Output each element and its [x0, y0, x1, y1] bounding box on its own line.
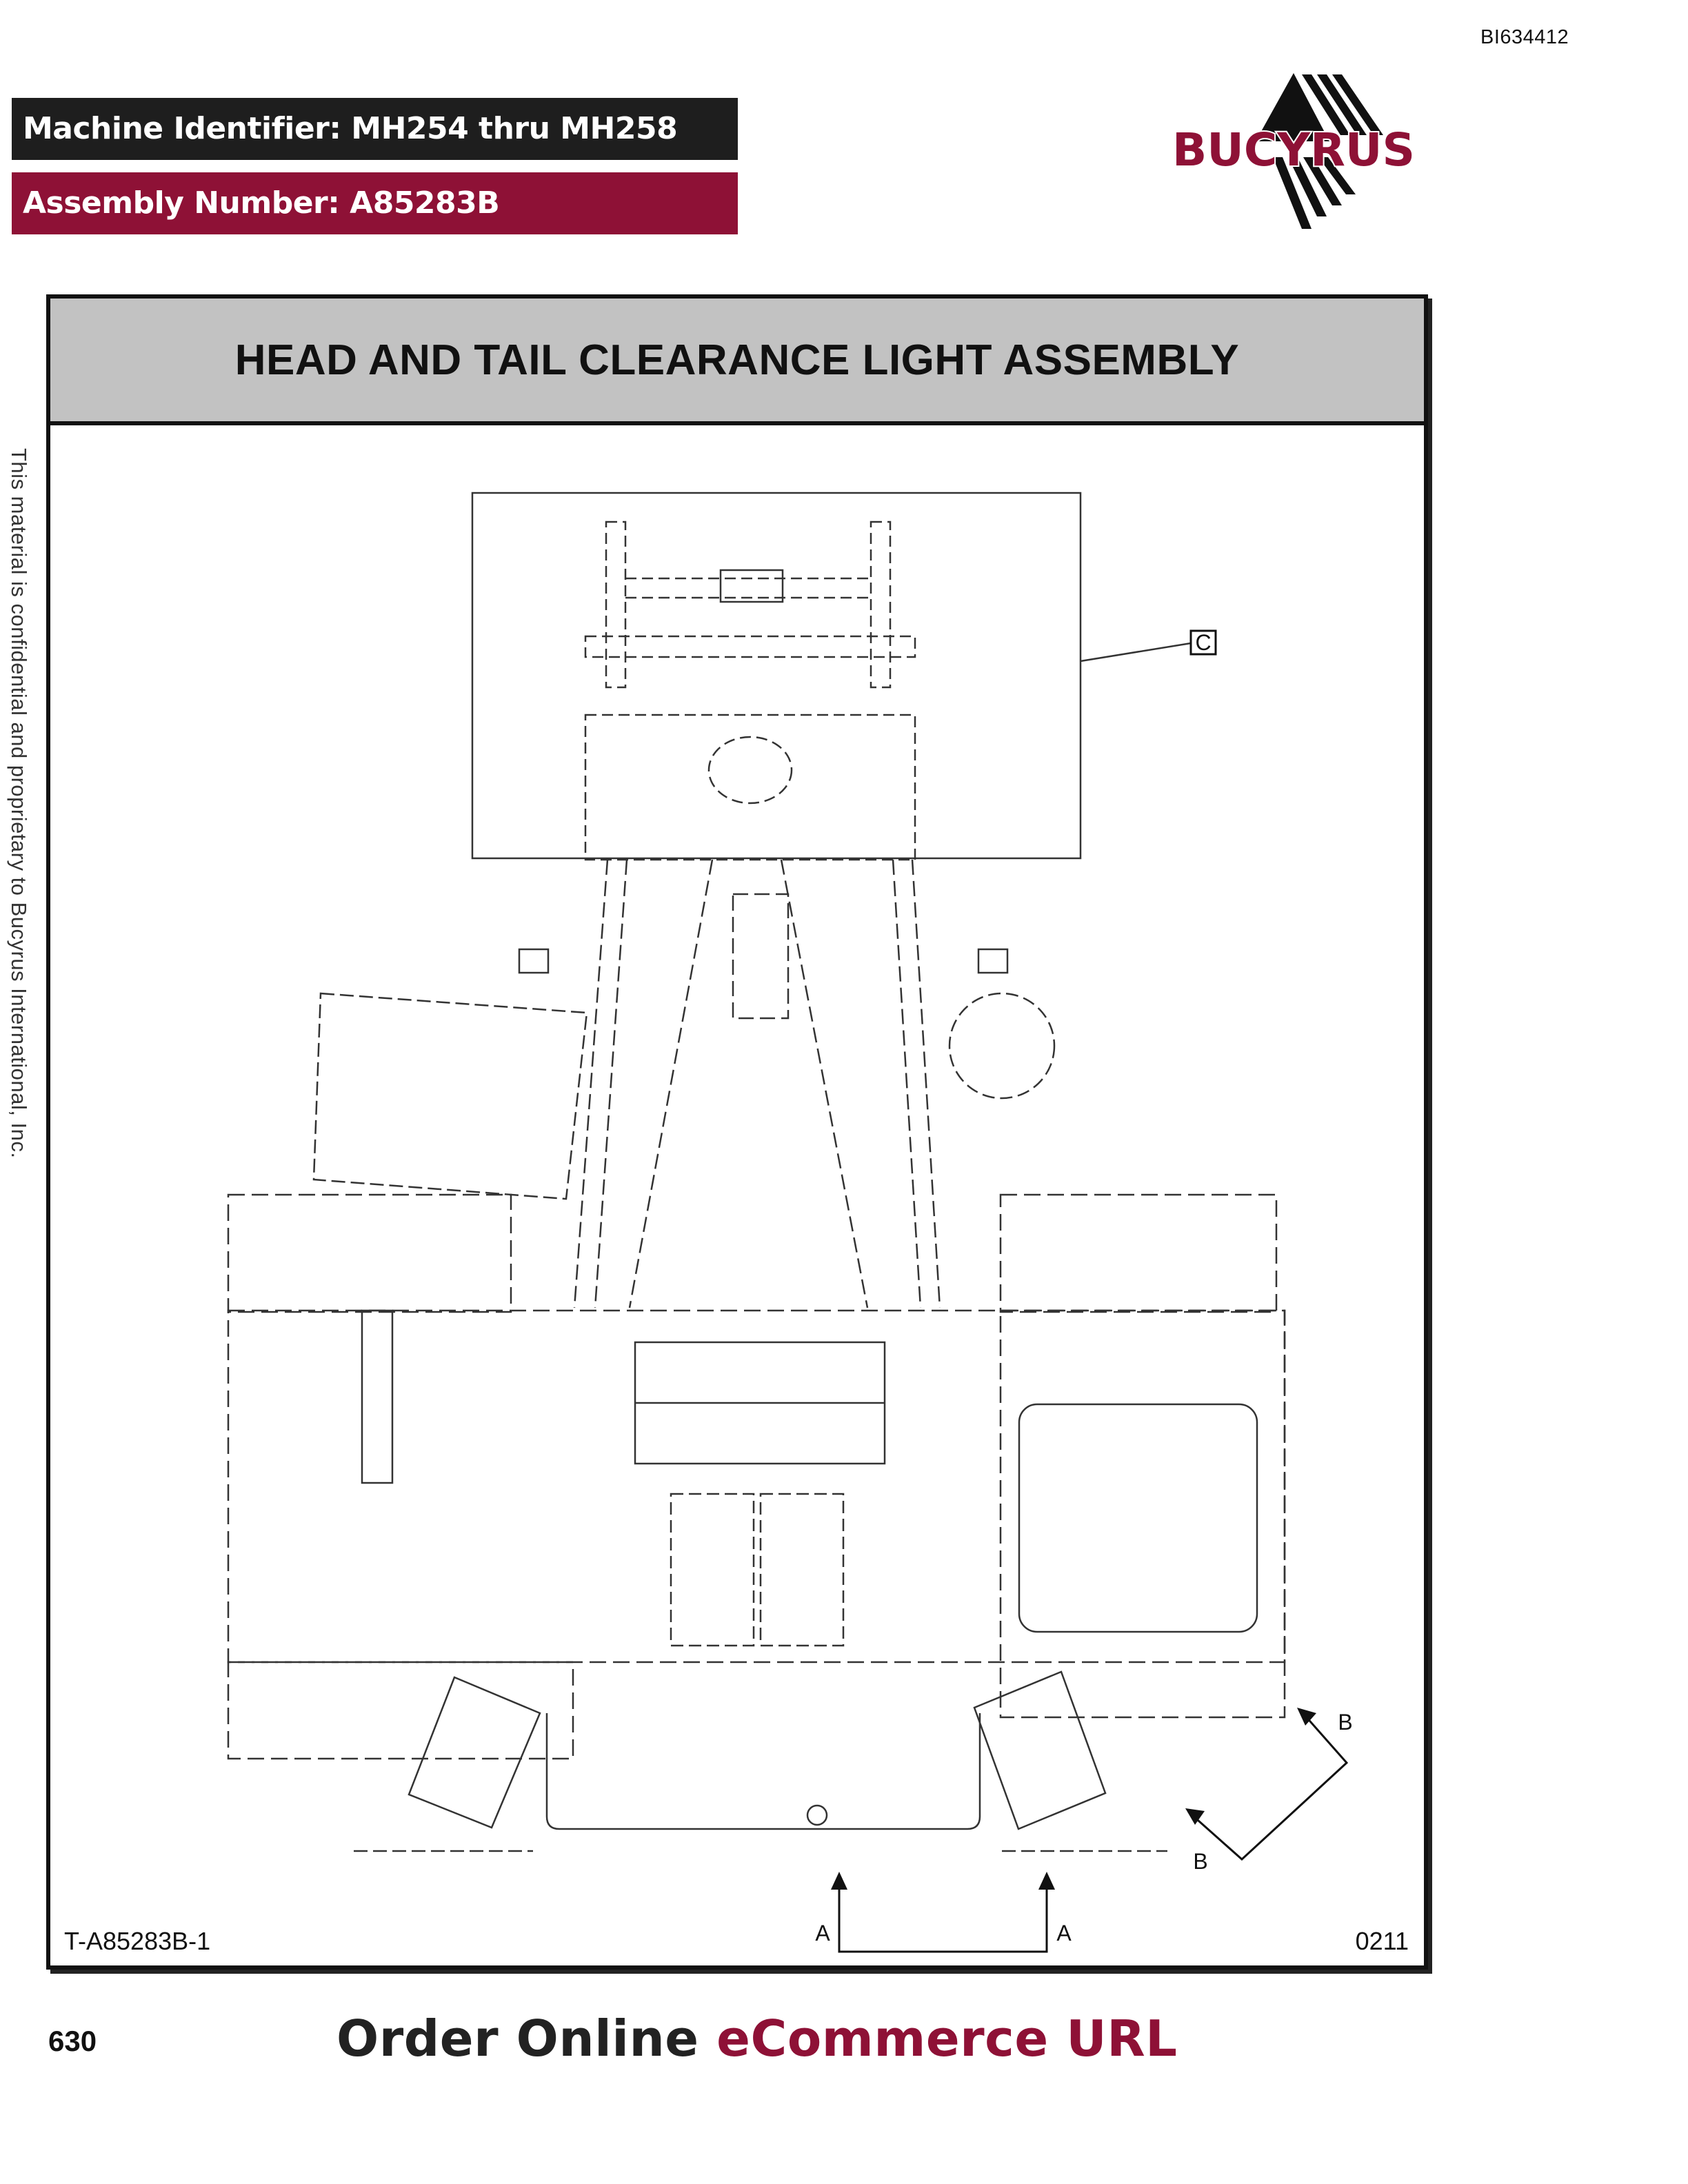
callout-a-right: A — [1056, 1921, 1072, 1945]
page-title: HEAD AND TAIL CLEARANCE LIGHT ASSEMBLY — [234, 336, 1240, 384]
assembly-number-banner: Assembly Number: A85283B — [12, 172, 738, 234]
bucyrus-chevron-logo-icon — [1256, 73, 1383, 229]
machine-identifier-banner: Machine Identifier: MH254 thru MH258 — [12, 98, 738, 160]
confidentiality-note: This material is confidential and propri… — [7, 448, 31, 1159]
detail-c-inset — [471, 492, 1082, 860]
callout-a-left: A — [815, 1921, 830, 1945]
order-online-text: Order Online — [336, 2010, 699, 2067]
document-id: BI634412 — [1480, 26, 1569, 48]
page-number: 630 — [48, 2025, 97, 2057]
figure-frame: HEAD AND TAIL CLEARANCE LIGHT ASSEMBLY — [46, 294, 1428, 1970]
ecommerce-url-text: eCommerce URL — [716, 2010, 1178, 2067]
title-band: HEAD AND TAIL CLEARANCE LIGHT ASSEMBLY — [50, 299, 1424, 425]
order-online-link[interactable]: Order Online eCommerce URL — [336, 2010, 1178, 2067]
callout-b-upper: B — [1338, 1710, 1352, 1735]
callout-c: C — [1195, 630, 1211, 655]
figure-date-code: 0211 — [1355, 1927, 1409, 1955]
brand-name: BUCYRUS — [1172, 123, 1415, 176]
callout-b-lower: B — [1193, 1849, 1207, 1874]
assembly-drawing: C B B A A — [227, 492, 1353, 1953]
figure-code: T-A85283B-1 — [64, 1927, 211, 1955]
bucyrus-logo: BUCYRUS — [1171, 73, 1416, 229]
